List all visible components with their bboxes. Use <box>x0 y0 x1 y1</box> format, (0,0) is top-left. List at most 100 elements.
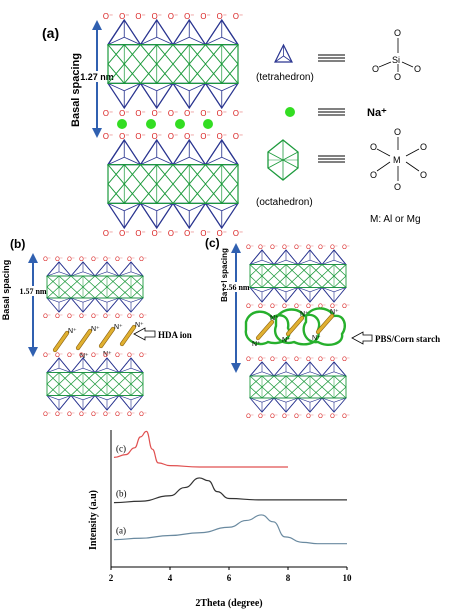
octahedron-caption: (octahedron) <box>256 197 313 208</box>
oxygen-atom: O⁻ <box>330 304 338 310</box>
oxygen-atom: O⁻ <box>217 132 227 141</box>
oxygen-atom: O⁻ <box>233 109 243 118</box>
x-axis-title: 2Theta (degree) <box>195 598 262 609</box>
oxygen-atom: O⁻ <box>103 12 113 21</box>
panel-b: (b) Basal spacing 1.57 nm O⁻O⁻O⁻O⁻O⁻O⁻O⁻… <box>1 237 192 418</box>
panel-c-layer-top: O⁻O⁻O⁻O⁻O⁻O⁻O⁻O⁻O⁻O⁻O⁻O⁻O⁻O⁻O⁻O⁻O⁻O⁻ <box>246 245 350 310</box>
oxygen-atom: O⁻ <box>168 229 178 238</box>
oxygen-atom: O⁻ <box>168 12 178 21</box>
oxygen-atom: O⁻ <box>152 132 162 141</box>
oxygen-atom: O⁻ <box>282 304 290 310</box>
oxygen-atom: O⁻ <box>127 412 135 418</box>
series-label: (a) <box>116 526 126 536</box>
oxygen-atom: O⁻ <box>152 109 162 118</box>
oxygen-atom: O⁻ <box>330 245 338 251</box>
oxygen-atom: O⁻ <box>67 412 75 418</box>
oxygen-atom: O⁻ <box>115 412 123 418</box>
oxygen-atom: O⁻ <box>115 257 123 263</box>
oxygen-atom: O⁻ <box>270 245 278 251</box>
panel-b-basal-spacing-title: Basal spacing <box>1 260 11 321</box>
oxygen-atom: O⁻ <box>200 132 210 141</box>
oxygen-atom: O⁻ <box>342 304 350 310</box>
svg-text:O: O <box>420 142 427 152</box>
panel-c-basal-spacing-title: Basal spacing <box>220 248 229 302</box>
oxygen-atom: O⁻ <box>318 357 326 363</box>
oxygen-atom: O⁻ <box>282 245 290 251</box>
oxygen-atom: O⁻ <box>55 353 63 359</box>
oxygen-atom: O⁻ <box>306 414 314 420</box>
x-tick-label: 8 <box>286 573 291 583</box>
oxygen-atom: O⁻ <box>103 257 111 263</box>
oxygen-atom: O⁻ <box>270 357 278 363</box>
panel-c-spacing-value: 2.56 nm <box>222 283 249 292</box>
oxygen-atom: O⁻ <box>246 357 254 363</box>
oxygen-atom: O⁻ <box>217 229 227 238</box>
oxygen-atom: O⁻ <box>152 12 162 21</box>
panel-c: (c) Basal spacing 2.56 nm O⁻ O⁻ O⁻ O⁻ O⁻ O⁻ O⁻… <box>205 236 440 420</box>
oxygen-atom: O⁻ <box>217 109 227 118</box>
oxygen-atom: O⁻ <box>127 314 135 320</box>
sodium-label: Na⁺ <box>367 107 387 119</box>
oxygen-atom: O⁻ <box>55 257 63 263</box>
octahedron-icon <box>267 139 299 181</box>
equivalence-symbol-3 <box>318 155 345 163</box>
oxygen-atom: O⁻ <box>217 12 227 21</box>
oxygen-atom: O⁻ <box>294 304 302 310</box>
svg-text:O: O <box>414 64 421 74</box>
panel-a-label: (a) <box>42 25 59 41</box>
svg-text:O: O <box>394 182 401 192</box>
oxygen-atom: O⁻ <box>233 12 243 21</box>
oxygen-atom: O⁻ <box>43 412 51 418</box>
oxygen-atom: O⁻ <box>246 414 254 420</box>
oxygen-atom: O⁻ <box>67 257 75 263</box>
panel-c-label: (c) <box>205 236 220 250</box>
x-tick-label: 10 <box>343 573 353 583</box>
oxygen-atom: O⁻ <box>294 414 302 420</box>
panel-a-spacing-value: 1.27 nm <box>80 72 114 82</box>
oxygen-atom: O⁻ <box>91 314 99 320</box>
hda-ion-label: HDA ion <box>158 330 192 340</box>
panel-a-basal-spacing-title: Basal spacing <box>70 53 82 127</box>
series-label: (c) <box>116 443 126 453</box>
oxygen-atom: O⁻ <box>79 412 87 418</box>
oxygen-atom: O⁻ <box>342 414 350 420</box>
tetrahedron-icon <box>274 43 293 63</box>
oxygen-atom: O⁻ <box>139 314 147 320</box>
curves: (c)(b)(a) <box>113 430 347 545</box>
ammonium-label: N⁺ <box>91 326 100 333</box>
sodium-ion-icon <box>285 107 295 117</box>
oxygen-atom: O⁻ <box>270 414 278 420</box>
oxygen-atom: O⁻ <box>139 353 147 359</box>
oxygen-atom: O⁻ <box>246 245 254 251</box>
oxygen-atom: O⁻ <box>282 357 290 363</box>
starch-label: PBS/Corn starch <box>375 334 440 344</box>
oxygen-atom: O⁻ <box>119 109 129 118</box>
oxygen-atom: O⁻ <box>103 412 111 418</box>
oxygen-atom: O⁻ <box>200 229 210 238</box>
oxygen-atom: O⁻ <box>306 304 314 310</box>
equivalence-symbol-1 <box>318 54 345 62</box>
legend: (tetrahedron) O Si O O O <box>256 28 427 225</box>
oxygen-atom: O⁻ <box>318 414 326 420</box>
oxygen-atom: O⁻ <box>103 109 113 118</box>
oxygen-atom: O⁻ <box>258 414 266 420</box>
sodium-ion <box>203 119 213 129</box>
hda-ion-pointer <box>133 327 156 341</box>
oxygen-atom: O⁻ <box>135 132 145 141</box>
oxygen-atom: O⁻ <box>91 412 99 418</box>
ammonium-label: N⁺ <box>282 337 291 344</box>
starch-wrap <box>302 307 346 346</box>
svg-text:O: O <box>372 64 379 74</box>
oxygen-atom: O⁻ <box>127 353 135 359</box>
oxygen-atom: O⁻ <box>79 353 87 359</box>
metal-note: M: Al or Mg <box>370 214 421 225</box>
svg-text:M: M <box>393 155 401 165</box>
oxygen-atom: O⁻ <box>318 245 326 251</box>
svg-text:O: O <box>394 72 401 82</box>
oxygen-atom: O⁻ <box>115 314 123 320</box>
ammonium-label: N⁺ <box>330 309 339 316</box>
oxygen-atom: O⁻ <box>135 109 145 118</box>
ammonium-label: N⁺ <box>68 328 77 335</box>
